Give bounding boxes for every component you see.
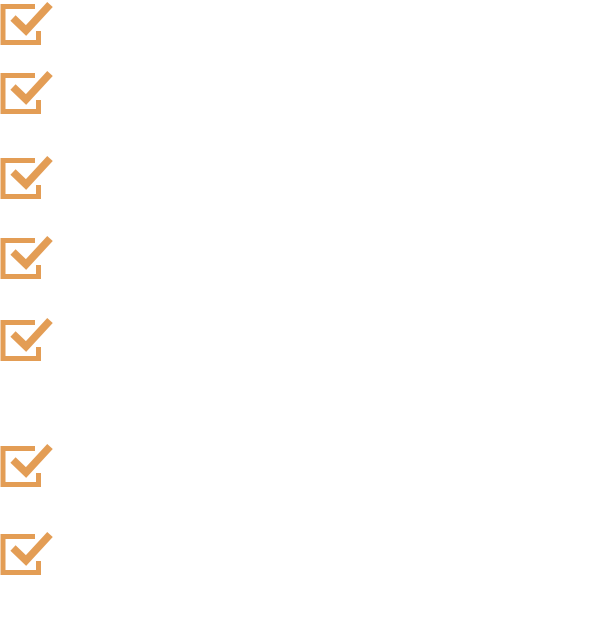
checked-box-icon	[0, 316, 54, 362]
checked-box-icon	[0, 69, 54, 115]
checked-box-icon	[0, 154, 54, 200]
checked-box-icon	[0, 442, 54, 488]
checked-box-icon	[0, 530, 54, 576]
checked-box-icon	[0, 234, 54, 280]
checked-box-icon	[0, 0, 54, 46]
